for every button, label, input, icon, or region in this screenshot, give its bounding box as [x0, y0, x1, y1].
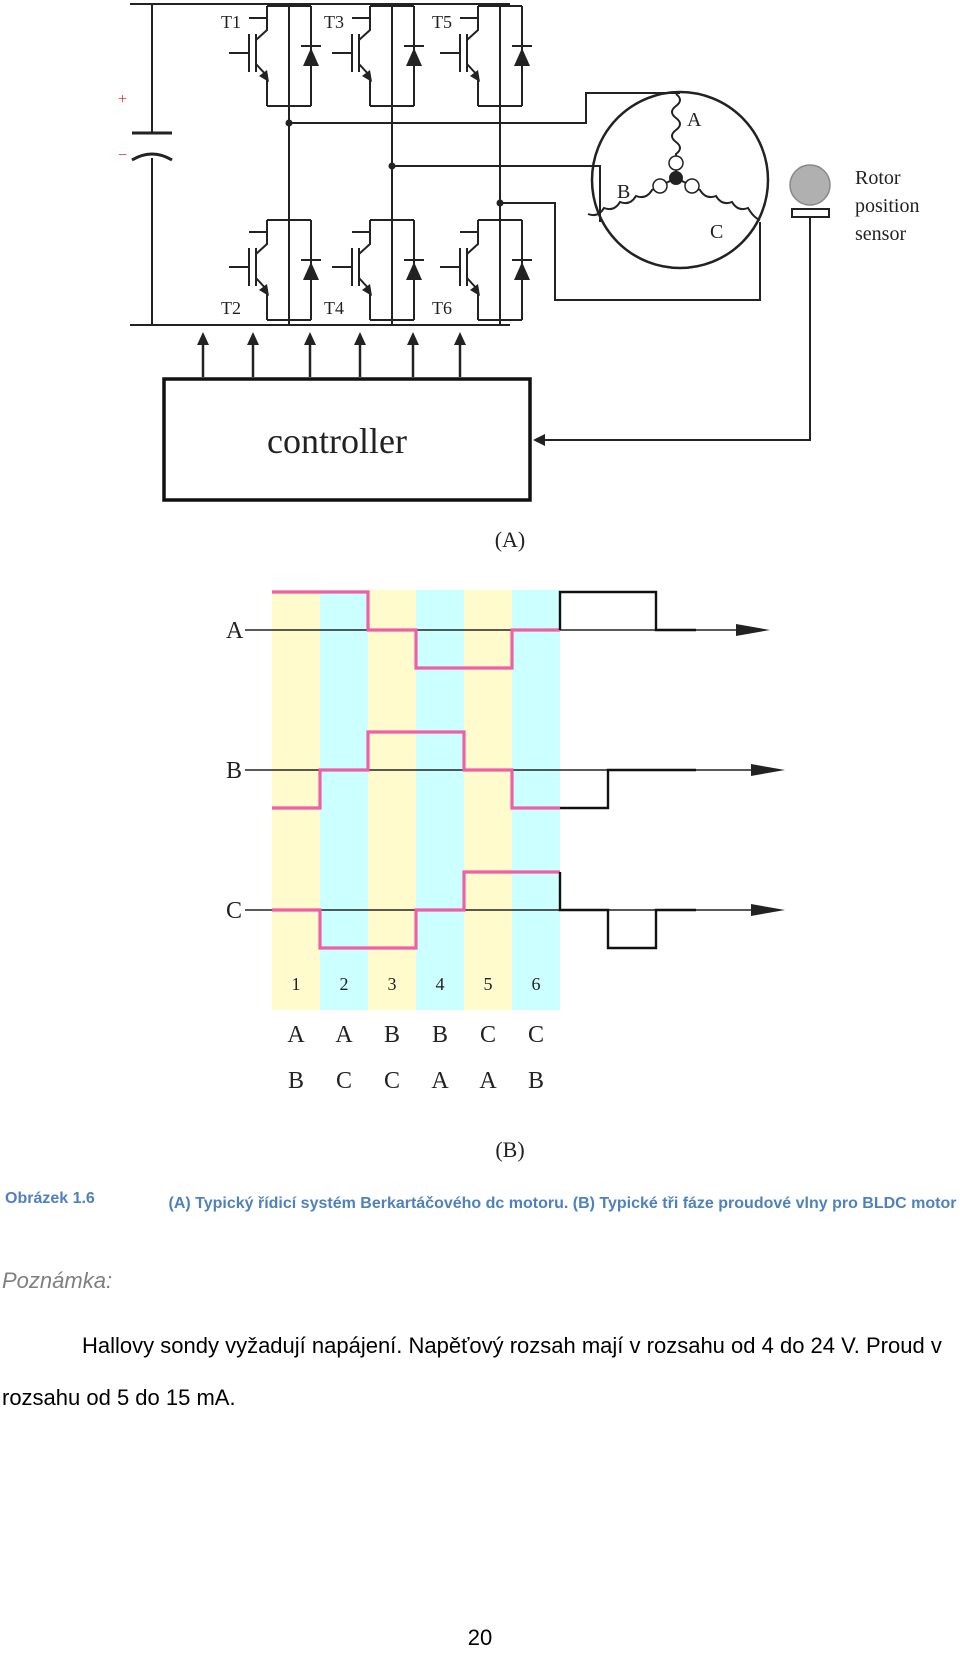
- commutation-step-band: [512, 590, 560, 1010]
- phase-label-c: C: [710, 221, 723, 243]
- motor-symbol: [587, 90, 770, 270]
- panel-label-b: (B): [495, 1137, 524, 1162]
- gate-signal-arrow: [247, 332, 259, 377]
- waveform-row-label: C: [226, 898, 242, 924]
- step-pair-top: B: [384, 1022, 400, 1048]
- page-number: 20: [467, 1625, 493, 1650]
- sensor-label-line3: sensor: [855, 223, 906, 245]
- dc-plus-sign: +: [118, 91, 127, 108]
- commutation-step-band: [464, 590, 512, 1010]
- igbt-switch-t4: T4: [324, 219, 424, 321]
- phase-label-b: B: [617, 181, 630, 203]
- gate-signal-arrow: [454, 332, 466, 377]
- step-pair-top: B: [432, 1022, 448, 1048]
- step-pair-top: A: [287, 1022, 305, 1048]
- gate-signal-arrow: [304, 332, 316, 377]
- commutation-step-band: [272, 590, 320, 1010]
- step-pair-top: C: [480, 1022, 496, 1048]
- waveform-row-label: A: [226, 618, 244, 644]
- step-number: 4: [436, 974, 445, 994]
- waveform-row-label: B: [226, 758, 242, 784]
- phase-label-a: A: [687, 109, 702, 131]
- commutation-step-band: [320, 590, 368, 1010]
- dc-minus-sign: −: [118, 147, 127, 164]
- transistor-label: T5: [432, 12, 452, 32]
- panel-label-a: (A): [495, 527, 526, 552]
- transistor-label: T4: [324, 298, 344, 318]
- gate-signal-arrow: [197, 332, 209, 377]
- igbt-switch-t5: T5: [432, 5, 532, 107]
- gate-signal-arrow: [407, 332, 419, 377]
- transistor-label: T1: [221, 12, 241, 32]
- phase-waveform-b: B: [226, 730, 785, 810]
- step-number: 2: [340, 974, 349, 994]
- figure-number: Obrázek 1.6: [5, 1190, 95, 1207]
- gate-signal-arrow: [354, 332, 366, 377]
- step-number: 3: [388, 974, 397, 994]
- step-pair-bottom: B: [288, 1068, 304, 1094]
- rotor-sensor-icon: [789, 164, 831, 206]
- commutation-step-band: [416, 590, 464, 1010]
- transistor-label: T3: [324, 12, 344, 32]
- figure-caption: (A) Typický řídicí systém Berkartáčového…: [168, 1195, 957, 1212]
- step-number: 5: [484, 974, 493, 994]
- phase-waveform-c: C: [226, 870, 785, 950]
- igbt-switch-t6: T6: [432, 219, 532, 321]
- step-number: 1: [292, 974, 301, 994]
- note-label: Poznámka:: [2, 1268, 113, 1293]
- transistor-label: T6: [432, 298, 452, 318]
- commutation-step-band: [368, 590, 416, 1010]
- note-paragraph: Hallovy sondy vyžadují napájení. Napěťov…: [2, 1320, 957, 1424]
- step-pair-bottom: A: [479, 1068, 497, 1094]
- sensor-label-line2: position: [855, 195, 919, 217]
- transistor-label: T2: [221, 298, 241, 318]
- controller-box: [162, 377, 532, 502]
- step-pair-bottom: C: [384, 1068, 400, 1094]
- phase-waveform-a: A: [226, 590, 770, 670]
- igbt-switch-t3: T3: [324, 5, 424, 107]
- step-pair-top: C: [528, 1022, 544, 1048]
- note-text: Hallovy sondy vyžadují napájení. Napěťov…: [2, 1333, 942, 1410]
- controller-label: controller: [267, 421, 407, 461]
- step-pair-bottom: B: [528, 1068, 544, 1094]
- step-pair-bottom: C: [336, 1068, 352, 1094]
- step-number: 6: [532, 974, 541, 994]
- sensor-label-line1: Rotor: [855, 167, 901, 189]
- step-pair-top: A: [335, 1022, 353, 1048]
- igbt-switch-t2: T2: [221, 219, 321, 321]
- step-pair-bottom: A: [431, 1068, 449, 1094]
- igbt-switch-t1: T1: [221, 5, 321, 107]
